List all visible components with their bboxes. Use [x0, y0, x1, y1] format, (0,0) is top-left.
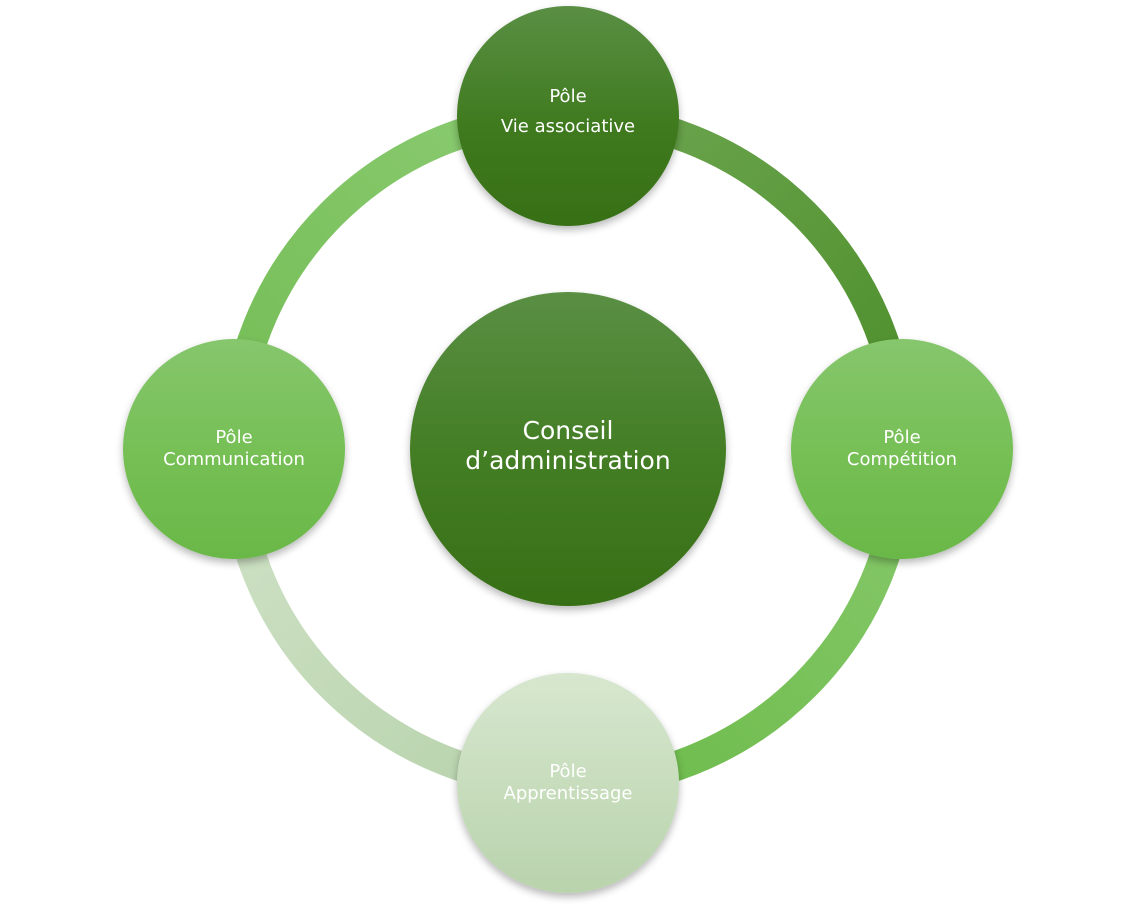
- node-conseil-administration: Conseil d’administration: [410, 292, 726, 606]
- node-competition-line1: Pôle: [883, 427, 921, 448]
- node-competition: Pôle Compétition: [791, 339, 1013, 559]
- center-line1: Conseil: [522, 416, 614, 445]
- node-apprentissage-line2: Apprentissage: [503, 783, 633, 804]
- node-apprentissage: Pôle Apprentissage: [457, 673, 679, 893]
- node-vie-associative-line1: Pôle: [549, 86, 587, 107]
- node-apprentissage-line1: Pôle: [549, 761, 587, 782]
- node-communication-line1: Pôle: [215, 427, 253, 448]
- node-competition-line2: Compétition: [846, 449, 958, 470]
- node-communication: Pôle Communication: [123, 339, 345, 559]
- node-vie-associative: Pôle Vie associative: [457, 6, 679, 226]
- node-vie-associative-line2: Vie associative: [500, 116, 636, 137]
- node-communication-line2: Communication: [163, 449, 305, 470]
- center-line2: d’administration: [465, 446, 671, 475]
